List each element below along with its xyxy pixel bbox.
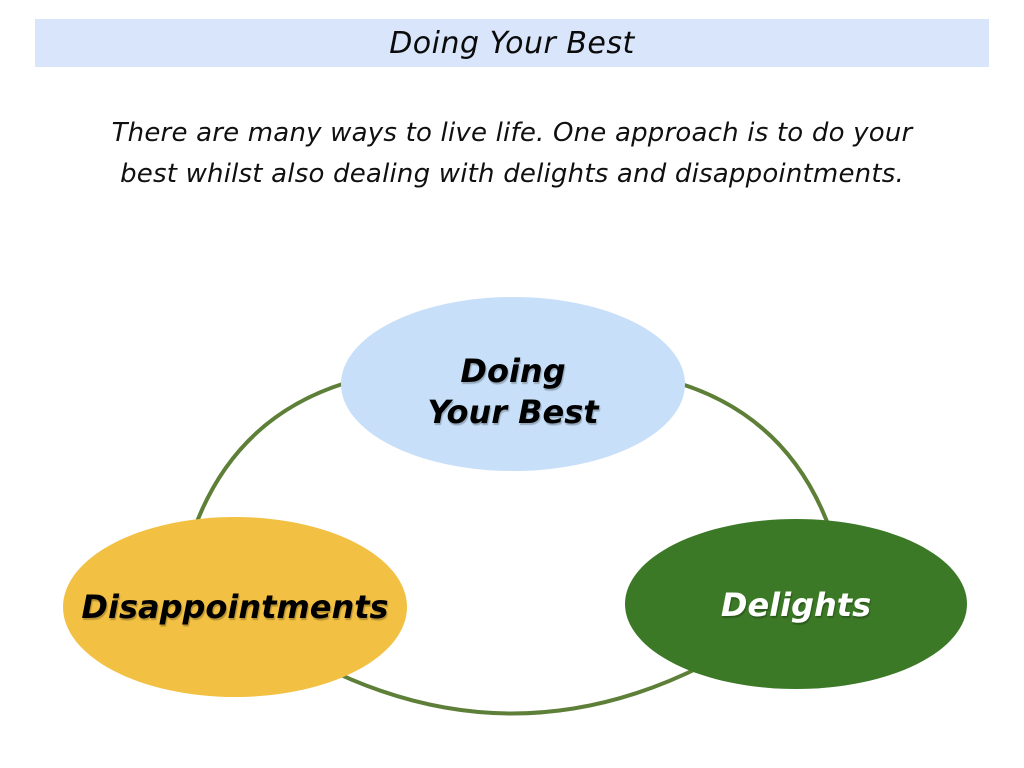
doing-your-best-ellipse [341,297,685,471]
intro-line-2: best whilst also dealing with delights a… [120,159,904,189]
delights-ellipse [625,519,967,689]
ring-arc-bottom [319,663,705,716]
disappointments-label: Disappointments [81,588,388,626]
disappointments-ellipse [63,517,407,697]
ring-arc-left [190,378,357,536]
intro-line-1: There are many ways to live life. One ap… [111,118,913,148]
doing-your-best-label-line1: Doing [460,352,565,390]
ring-arc-right [667,378,834,536]
delights-label: Delights [721,586,871,624]
page-title: Doing Your Best [389,25,635,61]
doing-your-best-label-line2: Your Best [427,393,600,431]
intro-text: There are many ways to live life. One ap… [0,113,1024,195]
title-bar: Doing Your Best [35,19,989,67]
